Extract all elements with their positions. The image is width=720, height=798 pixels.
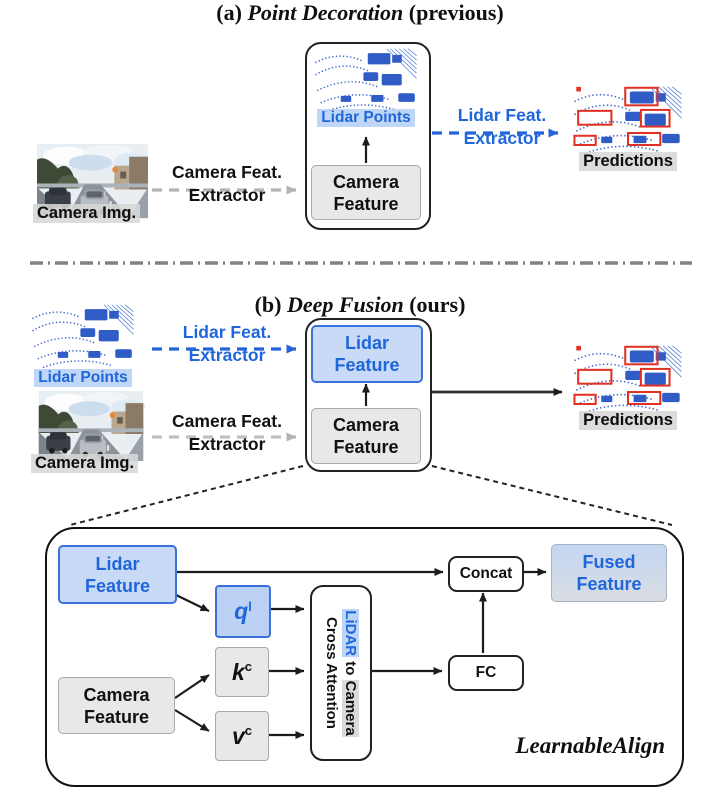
query-symbol: q (234, 598, 249, 624)
lidar-feature-line2-b: Feature (334, 355, 400, 375)
lidar-extractor-line1-b: Lidar Feat. (182, 322, 272, 342)
zoom-dash-left (69, 465, 304, 526)
fused-feature-box: Fused Feature (551, 544, 667, 602)
camera-feature-line1-b: Camera (332, 415, 400, 435)
cross-attention-text: LiDAR to Camera Cross Attention (322, 587, 360, 759)
fused-feature-line2: Feature (576, 574, 642, 594)
cross-attention-to: to (342, 661, 359, 676)
lidar-points-label-text-a: Lidar Points (317, 109, 415, 127)
panel-a-title-italic: Point Decoration (247, 0, 404, 25)
value-symbol: v (231, 722, 245, 749)
lidar-points-image-a (311, 47, 421, 115)
predictions-label-b: Predictions (566, 411, 690, 430)
camera-feature-line1-a: Camera (332, 171, 400, 192)
lidar-extractor-label-a: Lidar Feat. Extractor (432, 104, 572, 150)
camera-feature-box-la: Camera Feature (58, 677, 175, 734)
lidar-extractor-label-b: Lidar Feat. Extractor (152, 321, 302, 367)
deep-fusion-container (305, 318, 432, 472)
learnable-align-caption-text: LearnableAlign (515, 733, 665, 758)
panel-b-title-prefix: (b) (254, 292, 287, 317)
key-superscript: c (244, 659, 253, 674)
zoom-dash-right (431, 465, 673, 526)
camera-image-b (35, 391, 147, 461)
key-symbol: k (231, 658, 245, 685)
lidar-feature-box-la: Lidar Feature (58, 545, 177, 604)
learnable-align-caption: LearnableAlign (440, 733, 665, 759)
camera-extractor-line1-a: Camera Feat. (172, 162, 282, 182)
panel-b-title: (b) Deep Fusion (ours) (0, 292, 720, 318)
panel-b-title-italic: Deep Fusion (286, 292, 404, 317)
camera-img-label-a: Camera Img. (33, 204, 141, 223)
concat-label: Concat (459, 565, 513, 582)
camera-extractor-line1-b: Camera Feat. (172, 411, 282, 431)
predictions-image-b (572, 344, 684, 416)
learnable-align-container (45, 527, 684, 787)
camera-img-label-text-b: Camera Img. (31, 454, 139, 473)
predictions-label-text-a: Predictions (579, 152, 677, 171)
cross-attention-lidar: LiDAR (342, 609, 359, 658)
cross-attention-box: LiDAR to Camera Cross Attention (310, 585, 372, 761)
lidar-extractor-line2-b: Extractor (188, 345, 266, 365)
concat-box: Concat (448, 556, 524, 592)
lidar-extractor-line2-a: Extractor (463, 128, 541, 148)
fc-box: FC (448, 655, 524, 691)
camera-extractor-line2-b: Extractor (188, 434, 266, 454)
fused-feature-line1: Fused (582, 552, 636, 572)
lidar-feature-line2-la: Feature (84, 575, 151, 596)
camera-feature-box-a: Camera Feature (311, 165, 421, 220)
fc-label: FC (475, 664, 497, 681)
panel-b-title-suffix: (ours) (403, 292, 466, 317)
cross-attention-camera: Camera (342, 679, 359, 737)
camera-img-label-b: Camera Img. (31, 454, 139, 473)
camera-extractor-line2-a: Extractor (188, 185, 266, 205)
camera-feature-box-b: Camera Feature (311, 408, 421, 464)
camera-feature-line1-la: Camera (83, 684, 150, 705)
panel-a-title: (a) Point Decoration (previous) (0, 0, 720, 26)
lidar-feature-box-b: Lidar Feature (311, 325, 423, 383)
lidar-feature-line1-b: Lidar (344, 333, 389, 353)
query-superscript: l (248, 598, 252, 614)
panel-a-title-suffix: (previous) (403, 0, 504, 25)
point-decoration-container (305, 42, 431, 230)
lidar-points-label-a: Lidar Points (305, 109, 427, 127)
predictions-image-a (572, 85, 684, 157)
lidar-points-label-text-b: Lidar Points (34, 369, 132, 387)
camera-feature-line2-la: Feature (83, 706, 150, 727)
camera-img-label-text-a: Camera Img. (33, 204, 141, 223)
camera-extractor-label-b: Camera Feat. Extractor (152, 410, 302, 456)
camera-feature-line2-b: Feature (333, 437, 399, 457)
cross-attention-line2: Cross Attention (323, 617, 340, 729)
predictions-label-a: Predictions (566, 152, 690, 171)
lidar-feature-line1-la: Lidar (95, 553, 140, 574)
camera-feature-line2-a: Feature (333, 193, 399, 214)
lidar-points-image-b (20, 303, 146, 371)
panel-a-title-prefix: (a) (216, 0, 248, 25)
camera-extractor-label-a: Camera Feat. Extractor (152, 161, 302, 207)
lidar-points-label-b: Lidar Points (20, 369, 146, 387)
predictions-label-text-b: Predictions (579, 411, 677, 430)
lidar-extractor-line1-a: Lidar Feat. (457, 105, 547, 125)
cross-attention-line1: LiDAR to Camera (341, 587, 360, 759)
value-superscript: c (244, 723, 253, 738)
